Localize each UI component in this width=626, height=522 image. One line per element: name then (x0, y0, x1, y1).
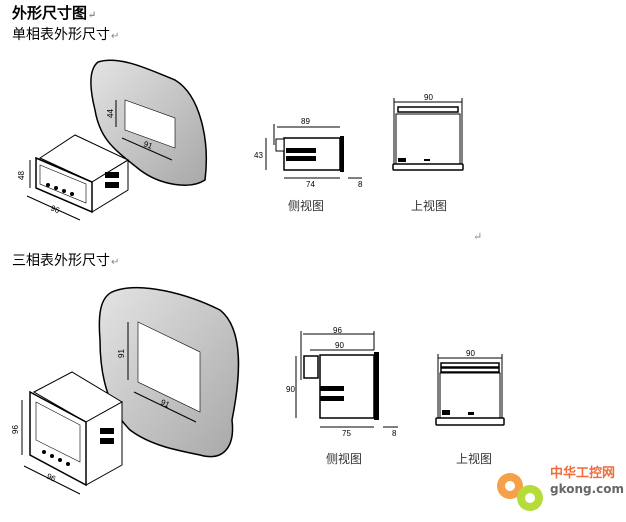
dim-total-length: 96 (333, 326, 342, 335)
section-title-single-phase: 单相表外形尺寸↵ (12, 24, 119, 44)
dim-front-height: 96 (11, 425, 20, 434)
dim-cutout-height: 91 (117, 349, 126, 358)
section-title-text: 三相表外形尺寸 (12, 253, 110, 269)
dim-width: 90 (466, 349, 475, 358)
dim-front-height: 48 (17, 171, 26, 180)
dim-height: 43 (254, 151, 263, 160)
dim-front-width: 96 (45, 472, 57, 484)
meter-iso-drawing-2: 96 96 (11, 371, 123, 495)
side-view-caption-1: 侧视图 (288, 199, 325, 213)
paragraph-mark: ↵ (111, 257, 120, 268)
section-title-text: 单相表外形尺寸 (12, 27, 110, 43)
panel-cutout-drawing-2: 91 91 (98, 286, 240, 458)
top-view-drawing-1: 90 (392, 93, 464, 171)
dim-front-depth: 8 (392, 429, 397, 438)
dim-height: 90 (286, 385, 295, 394)
watermark-url: gkong.com (550, 482, 625, 496)
dim-body-length: 75 (342, 429, 351, 438)
paragraph-mark: ↵ (111, 31, 120, 42)
dim-width: 90 (424, 93, 433, 102)
dim-front-width: 96 (49, 204, 61, 216)
meter-iso-drawing-1: 48 96 (17, 134, 130, 221)
side-view-drawing-1: 89 43 74 8 (254, 117, 363, 189)
page-heading: 外形尺寸图↵ (12, 2, 96, 23)
dim-front-depth: 8 (358, 180, 363, 189)
dim-cutout-width: 91 (142, 139, 154, 151)
dim-total-length: 89 (301, 117, 310, 126)
paragraph-mark: ↵ (88, 10, 97, 21)
watermark-name: 中华工控网 (550, 466, 616, 481)
gear-icon (497, 473, 543, 511)
watermark-logo: 中华工控网 gkong.com (488, 452, 626, 518)
panel-cutout-drawing-1: 44 91 (90, 59, 207, 186)
dim-cutout-width: 91 (159, 398, 171, 410)
dim-inner-length: 90 (335, 341, 344, 350)
dim-cutout-height: 44 (106, 109, 115, 118)
section-title-three-phase: 三相表外形尺寸↵ (12, 250, 119, 270)
top-view-drawing-2: 90 (435, 349, 505, 426)
top-view-caption-1: 上视图 (411, 199, 448, 213)
heading-text: 外形尺寸图 (12, 4, 88, 22)
side-view-drawing-2: 96 90 90 75 8 (286, 326, 398, 438)
paragraph-mark: ↵ (473, 230, 483, 243)
top-view-caption-2: 上视图 (456, 452, 493, 466)
side-view-caption-2: 侧视图 (326, 452, 363, 466)
dim-body-length: 74 (306, 180, 315, 189)
